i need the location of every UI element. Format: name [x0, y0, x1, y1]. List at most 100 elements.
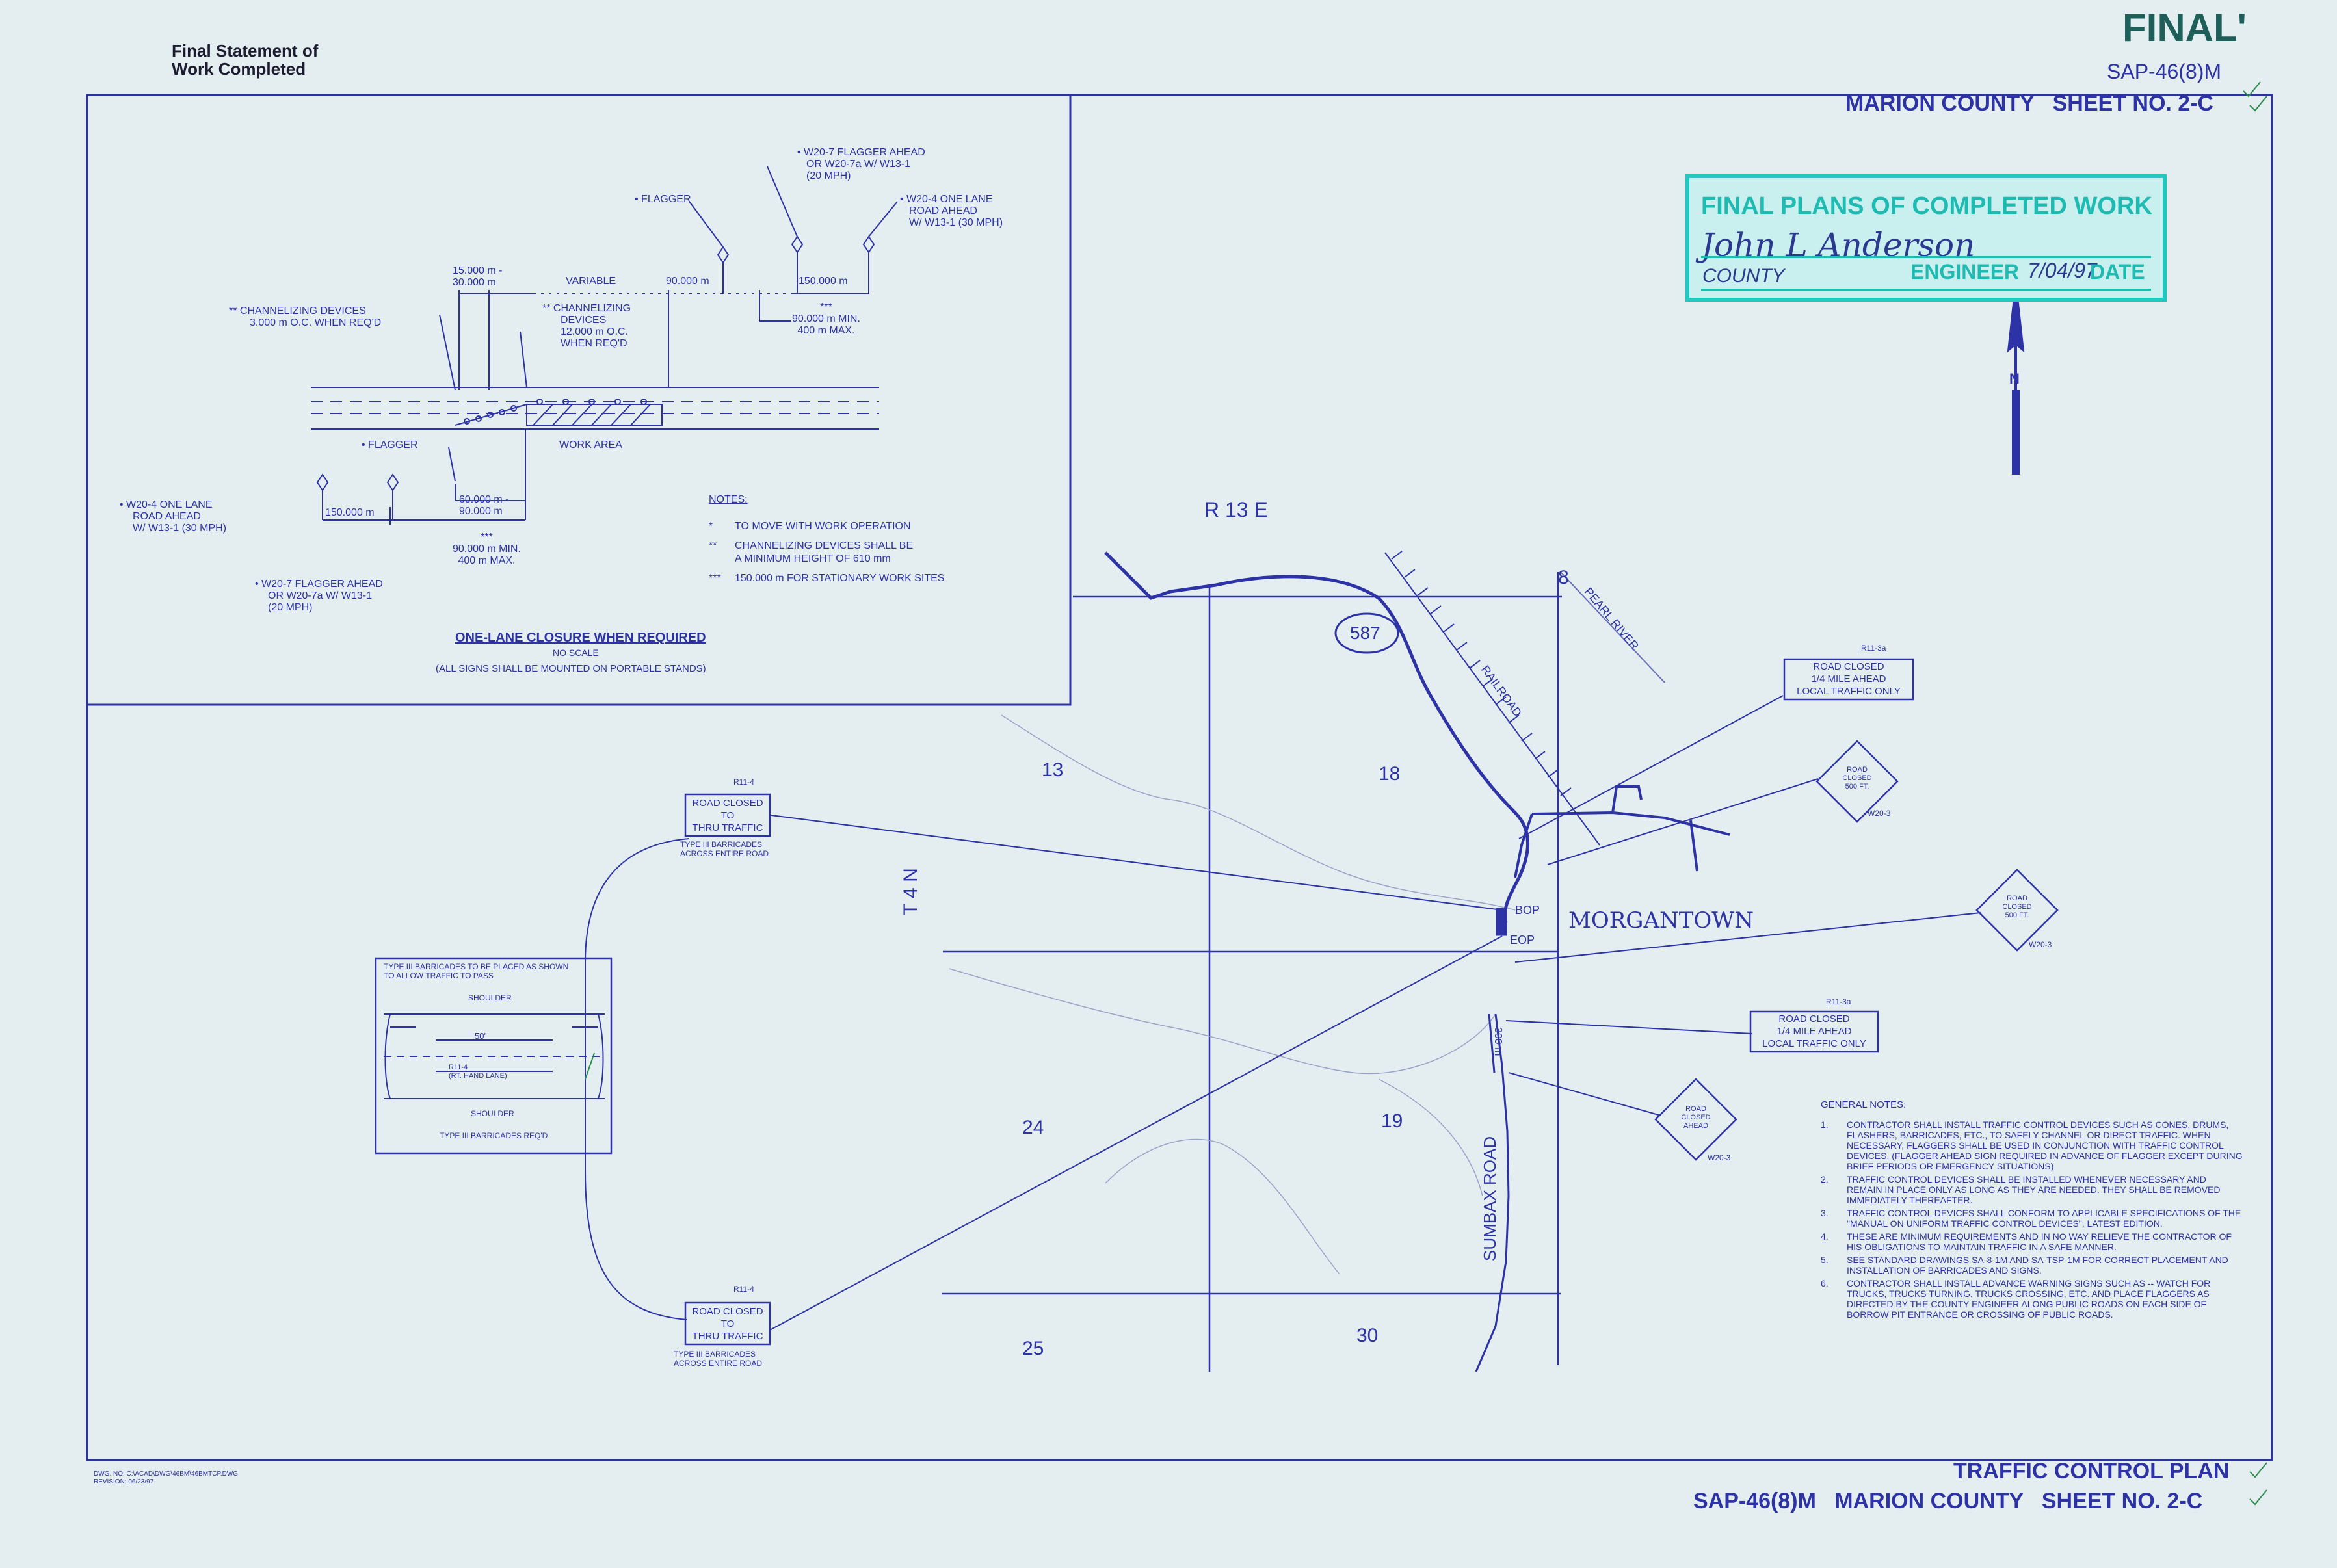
general-note-text: TRAFFIC CONTROL DEVICES SHALL BE INSTALL… — [1847, 1174, 2221, 1205]
sign-qm2-l3: LOCAL TRAFFIC ONLY — [1762, 1038, 1866, 1049]
inset-dim-90min-bot: 90.000 m MIN. — [453, 543, 521, 555]
sign-road-closed-bottom — [684, 1301, 771, 1346]
sign-qm2-l2: 1/4 MILE AHEAD — [1776, 1026, 1852, 1037]
town-roads — [1514, 785, 1730, 878]
diamond-3-l3: AHEAD — [1683, 1122, 1708, 1130]
inset-subtitle-1: NO SCALE — [553, 647, 599, 658]
inset-notes: *TO MOVE WITH WORK OPERATION **CHANNELIZ… — [709, 520, 944, 585]
bop-label: BOP — [1515, 904, 1540, 917]
sheet-border — [86, 94, 2273, 1461]
distance-300m: 300 m — [1492, 1027, 1503, 1056]
inset-w204-bot-l1: • W20-4 ONE LANE — [120, 499, 213, 510]
inset-dim-min-max-bot: *** 90.000 m MIN. 400 m MAX. — [453, 532, 521, 567]
map-creeks — [949, 714, 1516, 1275]
inset-w204-top-l2: ROAD AHEAD — [909, 205, 977, 216]
inset-w207-top: • W20-7 FLAGGER AHEAD OR W20-7a W/ W13-1… — [797, 147, 925, 182]
diamond-3-l1: ROAD — [1685, 1105, 1706, 1113]
sign-top-l2: TO — [720, 810, 735, 821]
inset-channel-2: ** CHANNELIZING DEVICES 12.000 m O.C. WH… — [542, 303, 631, 350]
inset-note-3-sym: *** — [709, 573, 721, 584]
general-note-item: 3.TRAFFIC CONTROL DEVICES SHALL CONFORM … — [1821, 1208, 2243, 1229]
inset-dim-stars-bot: *** — [481, 532, 493, 543]
sign-qm1-l3: LOCAL TRAFFIC ONLY — [1797, 686, 1901, 697]
stamp-rule-2 — [1701, 289, 2151, 291]
barricade-dim-50: 50' — [475, 1031, 486, 1041]
sign-bottom-l3: THRU TRAFFIC — [692, 1331, 763, 1342]
inset-dim-90000-top: 90.000 m — [666, 276, 709, 287]
inset-w207-bot-l1: • W20-7 FLAGGER AHEAD — [255, 579, 383, 590]
barricade-detail-l1: TYPE III BARRICADES TO BE PLACED AS SHOW… — [384, 962, 569, 971]
diamond-2-l2: CLOSED — [2002, 903, 2032, 911]
inset-note-3: *** 150.000 m FOR STATIONARY WORK SITES — [709, 572, 944, 585]
diamond-2-l1: ROAD — [2007, 895, 2027, 902]
sign-top-l1: ROAD CLOSED — [692, 798, 763, 809]
inset-work-area: WORK AREA — [559, 439, 622, 451]
diamond-2-text: ROAD CLOSED 500 FT. — [1998, 895, 2037, 920]
barricade-shoulder-bottom: SHOULDER — [471, 1109, 514, 1118]
diamond-3-l2: CLOSED — [1681, 1114, 1711, 1121]
general-note-number: 6. — [1821, 1278, 1829, 1288]
diamond-3-code: W20-3 — [1708, 1153, 1731, 1162]
general-notes: GENERAL NOTES: 1.CONTRACTOR SHALL INSTAL… — [1821, 1100, 2243, 1322]
inset-note-1-sym: * — [709, 521, 713, 532]
railroad-line — [1384, 551, 1600, 846]
sumbax-road — [1475, 1013, 1510, 1372]
general-note-item: 1.CONTRACTOR SHALL INSTALL TRAFFIC CONTR… — [1821, 1119, 2243, 1171]
inset-dim-150000-top: 150.000 m — [799, 276, 848, 287]
inset-dim-60000: 60.000 m - — [459, 494, 509, 505]
inset-frame — [86, 94, 1072, 706]
general-note-text: TRAFFIC CONTROL DEVICES SHALL CONFORM TO… — [1847, 1208, 2241, 1229]
inset-note-2-sym: ** — [709, 540, 717, 551]
sign-qm2-code: R11-3a — [1826, 997, 1851, 1006]
inset-channel-1-l1: ** CHANNELIZING DEVICES — [229, 306, 366, 317]
road-label: SUMBAX ROAD — [1480, 1136, 1499, 1261]
inset-w207-top-l1: • W20-7 FLAGGER AHEAD — [797, 147, 925, 158]
diamond-3-text: ROAD CLOSED AHEAD — [1676, 1105, 1715, 1130]
diamond-2-code: W20-3 — [2029, 940, 2052, 949]
township-label: T 4 N — [900, 868, 921, 915]
sign-quarter-mile-2 — [1749, 1010, 1879, 1053]
inset-w207-bottom: • W20-7 FLAGGER AHEAD OR W20-7a W/ W13-1… — [255, 579, 383, 614]
inset-w204-top-l3: W/ W13-1 (30 MPH) — [909, 217, 1003, 228]
sign-quarter-mile-1 — [1783, 658, 1914, 701]
drawing-revision: REVISION: 06/23/97 — [94, 1478, 154, 1485]
inset-flagger-top: • FLAGGER — [635, 194, 691, 205]
sign-bottom-note-l1: TYPE III BARRICADES — [674, 1350, 756, 1359]
sign-top-note-l2: ACROSS ENTIRE ROAD — [680, 849, 769, 858]
eop-label: EOP — [1510, 934, 1535, 947]
inset-channel-2-l3: 12.000 m O.C. — [561, 326, 629, 337]
sign-bottom-note-l2: ACROSS ENTIRE ROAD — [674, 1359, 763, 1368]
sign-bottom-code: R11-4 — [733, 1285, 754, 1294]
inset-channel-2-l1: ** CHANNELIZING — [542, 303, 631, 314]
highway-587 — [1104, 551, 1529, 924]
inset-note-3-text: 150.000 m FOR STATIONARY WORK SITES — [735, 573, 945, 584]
stamp-signature: John L Anderson — [1701, 226, 1975, 264]
inset-w207-bot-l3: (20 MPH) — [268, 602, 313, 613]
inset-dim-400max-bot: 400 m MAX. — [458, 555, 516, 566]
barricade-detail-l2: TO ALLOW TRAFFIC TO PASS — [384, 971, 494, 980]
inset-dim-30000: 30.000 m — [453, 277, 496, 288]
plan-title: TRAFFIC CONTROL PLAN — [1953, 1459, 2230, 1483]
section-30: 30 — [1356, 1325, 1379, 1346]
drawing-info: DWG. NO: C:\ACAD\DWG\46BM\46BMTCP.DWG RE… — [94, 1470, 238, 1486]
sign-top-text: ROAD CLOSED TO THRU TRAFFIC — [688, 797, 767, 834]
diamond-1-text: ROAD CLOSED 500 FT. — [1838, 766, 1877, 791]
sign-leaders — [585, 695, 1981, 1331]
barricade-sign: R11-4 (RT. HAND LANE) — [449, 1064, 507, 1080]
sign-qm2-l1: ROAD CLOSED — [1778, 1013, 1850, 1025]
sign-bottom-text: ROAD CLOSED TO THRU TRAFFIC — [688, 1305, 767, 1342]
inset-channel-1-l2: 3.000 m O.C. WHEN REQ'D — [250, 317, 382, 328]
north-arrow-label: N — [2009, 371, 2020, 387]
sign-top-code: R11-4 — [733, 777, 754, 787]
sign-qm1-l2: 1/4 MILE AHEAD — [1811, 673, 1886, 685]
diamond-sign-1 — [1815, 740, 1899, 823]
pearl-river-line — [1560, 571, 1665, 683]
general-note-number: 1. — [1821, 1119, 1829, 1130]
inset-dim-60-90: 60.000 m - 90.000 m — [459, 494, 508, 517]
project-number-bottom: SAP-46(8)M MARION COUNTY SHEET NO. 2-C — [1693, 1489, 2203, 1513]
section-24: 24 — [1022, 1117, 1044, 1138]
diamond-1-code: W20-3 — [1868, 809, 1891, 818]
general-note-item: 5.SEE STANDARD DRAWINGS SA-8-1M AND SA-T… — [1821, 1255, 2243, 1275]
general-note-text: THESE ARE MINIMUM REQUIREMENTS AND IN NO… — [1847, 1231, 2232, 1252]
